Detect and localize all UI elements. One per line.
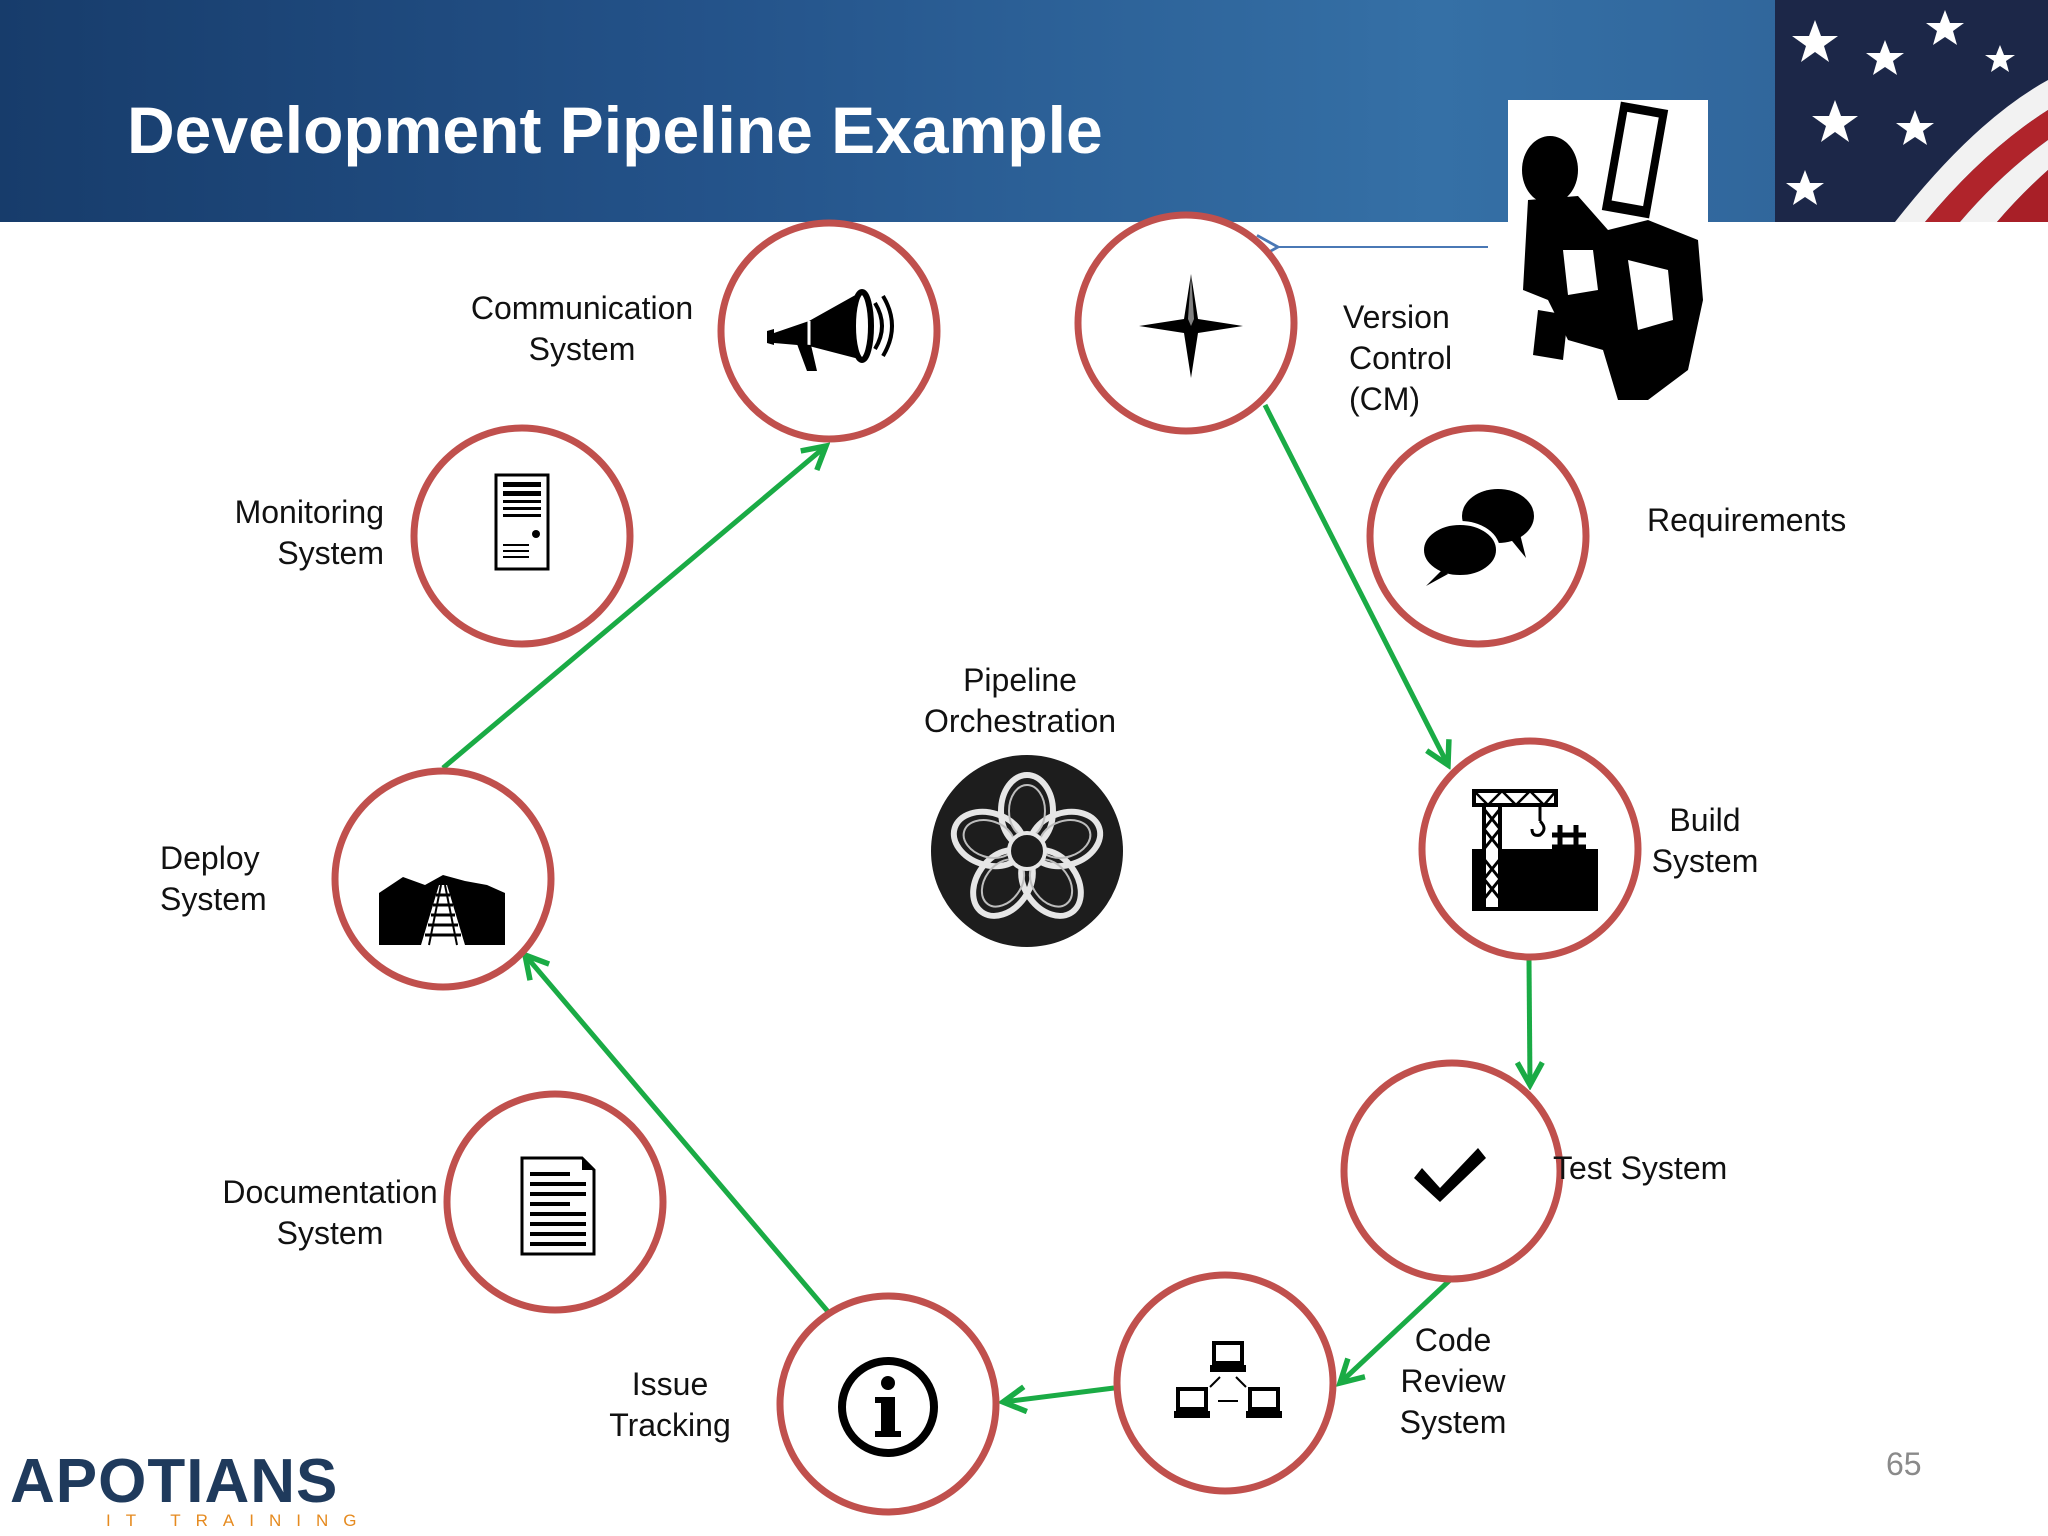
- apotians-logo: APOTIANS IT TRAINING: [10, 1447, 372, 1530]
- build-label-line1: Build: [1669, 802, 1741, 838]
- speech-bubbles-icon: [1420, 489, 1534, 586]
- documentation-label: Documentation System: [210, 1172, 450, 1254]
- code-review-label-line2: Review: [1400, 1363, 1506, 1399]
- arrow-deploy-to-communication: [441, 446, 826, 770]
- code-review-label: Code Review System: [1378, 1320, 1528, 1443]
- build-label-line2: System: [1651, 843, 1759, 879]
- info-icon: [838, 1357, 938, 1457]
- documentation-label-line1: Documentation: [222, 1174, 438, 1210]
- monitoring-label-line1: Monitoring: [234, 494, 384, 530]
- factory-crane-icon: [1472, 789, 1598, 911]
- documentation-label-line2: System: [276, 1215, 384, 1251]
- deploy-label: Deploy System: [160, 838, 267, 920]
- version-control-label-line2: Control: [1349, 340, 1453, 376]
- build-label: Build System: [1640, 800, 1770, 882]
- railroad-track-icon: [379, 875, 505, 946]
- document-icon: [520, 1156, 596, 1256]
- issue-tracking-label: Issue Tracking: [590, 1364, 750, 1446]
- arrow-issue-to-deploy: [525, 955, 832, 1316]
- issue-tracking-label-line2: Tracking: [609, 1407, 731, 1443]
- test-circle: [1340, 1059, 1564, 1283]
- deploy-label-line2: System: [160, 881, 267, 917]
- arrow-cm-to-build: [1262, 403, 1448, 765]
- test-label: Test System: [1553, 1150, 1728, 1186]
- version-control-label: Version Control (CM): [1343, 297, 1452, 420]
- person-at-computer-image: [1508, 100, 1708, 410]
- orchestration-label-line2: Orchestration: [923, 703, 1117, 739]
- requirements-label: Requirements: [1647, 502, 1847, 538]
- checkmark-icon: [1414, 1148, 1486, 1202]
- code-review-circle: [1113, 1271, 1337, 1495]
- issue-tracking-label-line1: Issue: [631, 1366, 709, 1402]
- server-icon: [494, 473, 550, 571]
- code-review-label-line1: Code: [1414, 1322, 1492, 1358]
- slide-title: Development Pipeline Example: [127, 93, 1103, 167]
- american-flag-image: [1775, 0, 2048, 222]
- page-number: 65: [1886, 1446, 1922, 1482]
- logo-name: APOTIANS: [10, 1447, 339, 1516]
- megaphone-icon: [767, 289, 894, 371]
- network-computers-icon: [1174, 1341, 1282, 1418]
- arrow-review-to-issue: [1003, 1388, 1115, 1402]
- communication-label-line2: System: [528, 331, 636, 367]
- communication-label: Communication System: [460, 288, 704, 370]
- deploy-label-line1: Deploy: [160, 840, 260, 876]
- monitoring-label-line2: System: [277, 535, 384, 571]
- orchestration-label: Pipeline Orchestration: [900, 660, 1140, 742]
- communication-label-line1: Communication: [470, 290, 694, 326]
- orchestration-knot-icon: [931, 755, 1123, 947]
- code-review-label-line3: System: [1399, 1404, 1507, 1440]
- logo-tagline: IT TRAINING: [106, 1511, 372, 1530]
- arrow-test-to-review: [1340, 1278, 1452, 1383]
- arrow-build-to-test: [1529, 959, 1530, 1085]
- monitoring-label: Monitoring System: [180, 492, 384, 574]
- version-control-label-line3: (CM): [1349, 381, 1421, 417]
- version-control-label-line1: Version: [1343, 299, 1450, 335]
- orchestration-label-line1: Pipeline: [963, 662, 1077, 698]
- compass-star-icon: [1139, 274, 1243, 378]
